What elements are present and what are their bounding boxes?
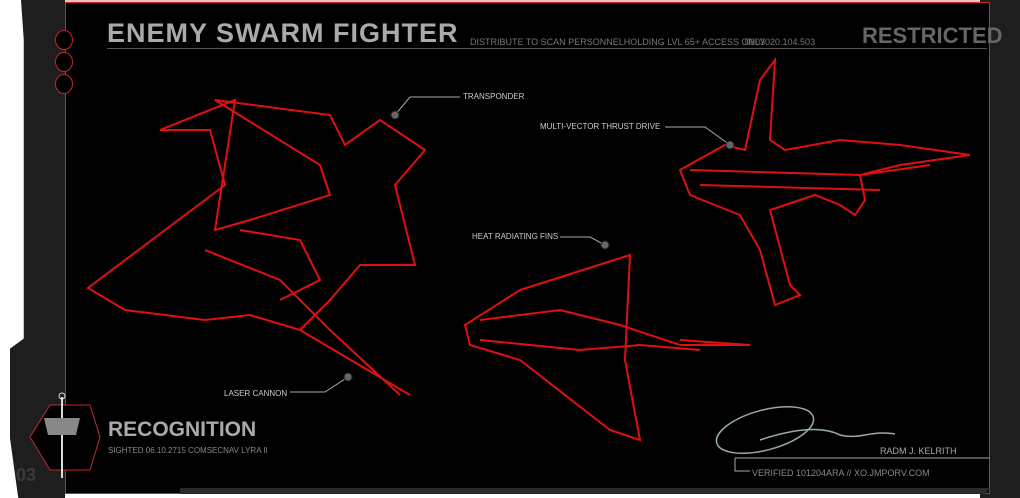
callout-thrust-drive: MULTI-VECTOR THRUST DRIVE — [540, 122, 661, 131]
ship-top-view — [678, 56, 971, 307]
signature-graphic — [715, 405, 990, 472]
distribution-note: DISTRIBUTE TO SCAN PERSONNELHOLDING LVL … — [470, 37, 766, 47]
page-title: ENEMY SWARM FIGHTER — [107, 18, 459, 48]
classification-label: RESTRICTED — [862, 23, 1003, 48]
document-code: 0803020.104.503 — [745, 37, 816, 47]
main-panel — [65, 2, 990, 494]
header-divider — [107, 48, 987, 49]
section-title: RECOGNITION — [108, 418, 257, 441]
callout-heat-fins: HEAT RADIATING FINS — [472, 232, 559, 241]
ship-isometric-view — [86, 98, 427, 396]
sighted-info: SIGHTED 06.10.2715 COMSECNAV LYRA II — [108, 446, 268, 455]
callout-transponder: TRANSPONDER — [463, 92, 525, 101]
verification-line: VERIFIED 101204ARA // XO.JMPORV.COM — [752, 468, 930, 478]
thrust-leader — [665, 126, 731, 146]
emblem — [29, 392, 101, 478]
fins-leader — [560, 236, 606, 246]
callout-laser-cannon: LASER CANNON — [224, 389, 288, 398]
cannon-leader — [290, 376, 349, 393]
notch — [55, 74, 73, 94]
ship-side-view — [463, 253, 751, 442]
transponder-leader — [394, 96, 460, 116]
notch — [55, 52, 73, 72]
signatory-name: RADM J. KELRITH — [880, 446, 957, 456]
notch — [55, 30, 73, 50]
page-number: 03 — [16, 465, 37, 485]
